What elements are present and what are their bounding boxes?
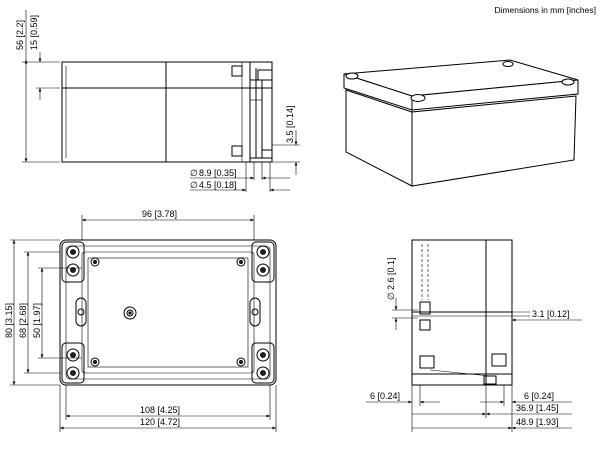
dim-width-total-label: 120 [4.72]	[140, 417, 180, 427]
top-view: 96 [3.78] 80 [3.15] 68 [2.68] 50 [1.97] …	[4, 209, 277, 432]
iso-view	[343, 59, 579, 187]
units-note: Dimensions in mm [inches]	[494, 5, 596, 15]
corner-boss-top-right	[251, 241, 275, 283]
diameter-icon: ∅	[190, 180, 198, 190]
dim-hole-large-label: 8.9 [0.35]	[199, 168, 237, 178]
corner-boss-top-left	[61, 241, 85, 283]
dim-height-total-label: 80 [3.15]	[4, 303, 14, 338]
dim-height-label: 56 [2.2]	[15, 20, 25, 50]
dim-depth-total-label: 48.9 [1.93]	[516, 417, 559, 427]
dim-inner-width-label: 96 [3.78]	[142, 209, 177, 219]
corner-boss-bottom-right	[251, 342, 275, 384]
dim-width-mid-label: 108 [4.25]	[140, 405, 180, 415]
side-view: 56 [2.2] 15 [0.59] 3.5 [0.14] ∅ 8.9 [0.3…	[15, 10, 300, 192]
dim-lid-label: 15 [0.59]	[29, 15, 39, 50]
corner-boss-bottom-left	[61, 342, 85, 384]
dim-hole-small-label: 4.5 [0.18]	[199, 180, 237, 190]
dim-height-inner-label: 50 [1.97]	[32, 303, 42, 338]
dim-wall-label: 3.5 [0.14]	[285, 105, 295, 143]
dim-height-mid-label: 68 [2.68]	[18, 303, 28, 338]
diameter-icon: ∅	[386, 292, 396, 300]
dim-hole-label: 2.6 [0.1]	[386, 257, 396, 290]
dim-left-offset-label: 6 [0.24]	[370, 391, 400, 401]
dim-rib-label: 3.1 [0.12]	[532, 309, 570, 319]
end-view: ∅ 2.6 [0.1] 3.1 [0.12] 6 [0.24] 6 [0.24]…	[366, 239, 582, 432]
dim-depth-inner-label: 36.9 [1.45]	[516, 403, 559, 413]
diameter-icon: ∅	[190, 168, 198, 178]
dim-right-offset-label: 6 [0.24]	[524, 391, 554, 401]
